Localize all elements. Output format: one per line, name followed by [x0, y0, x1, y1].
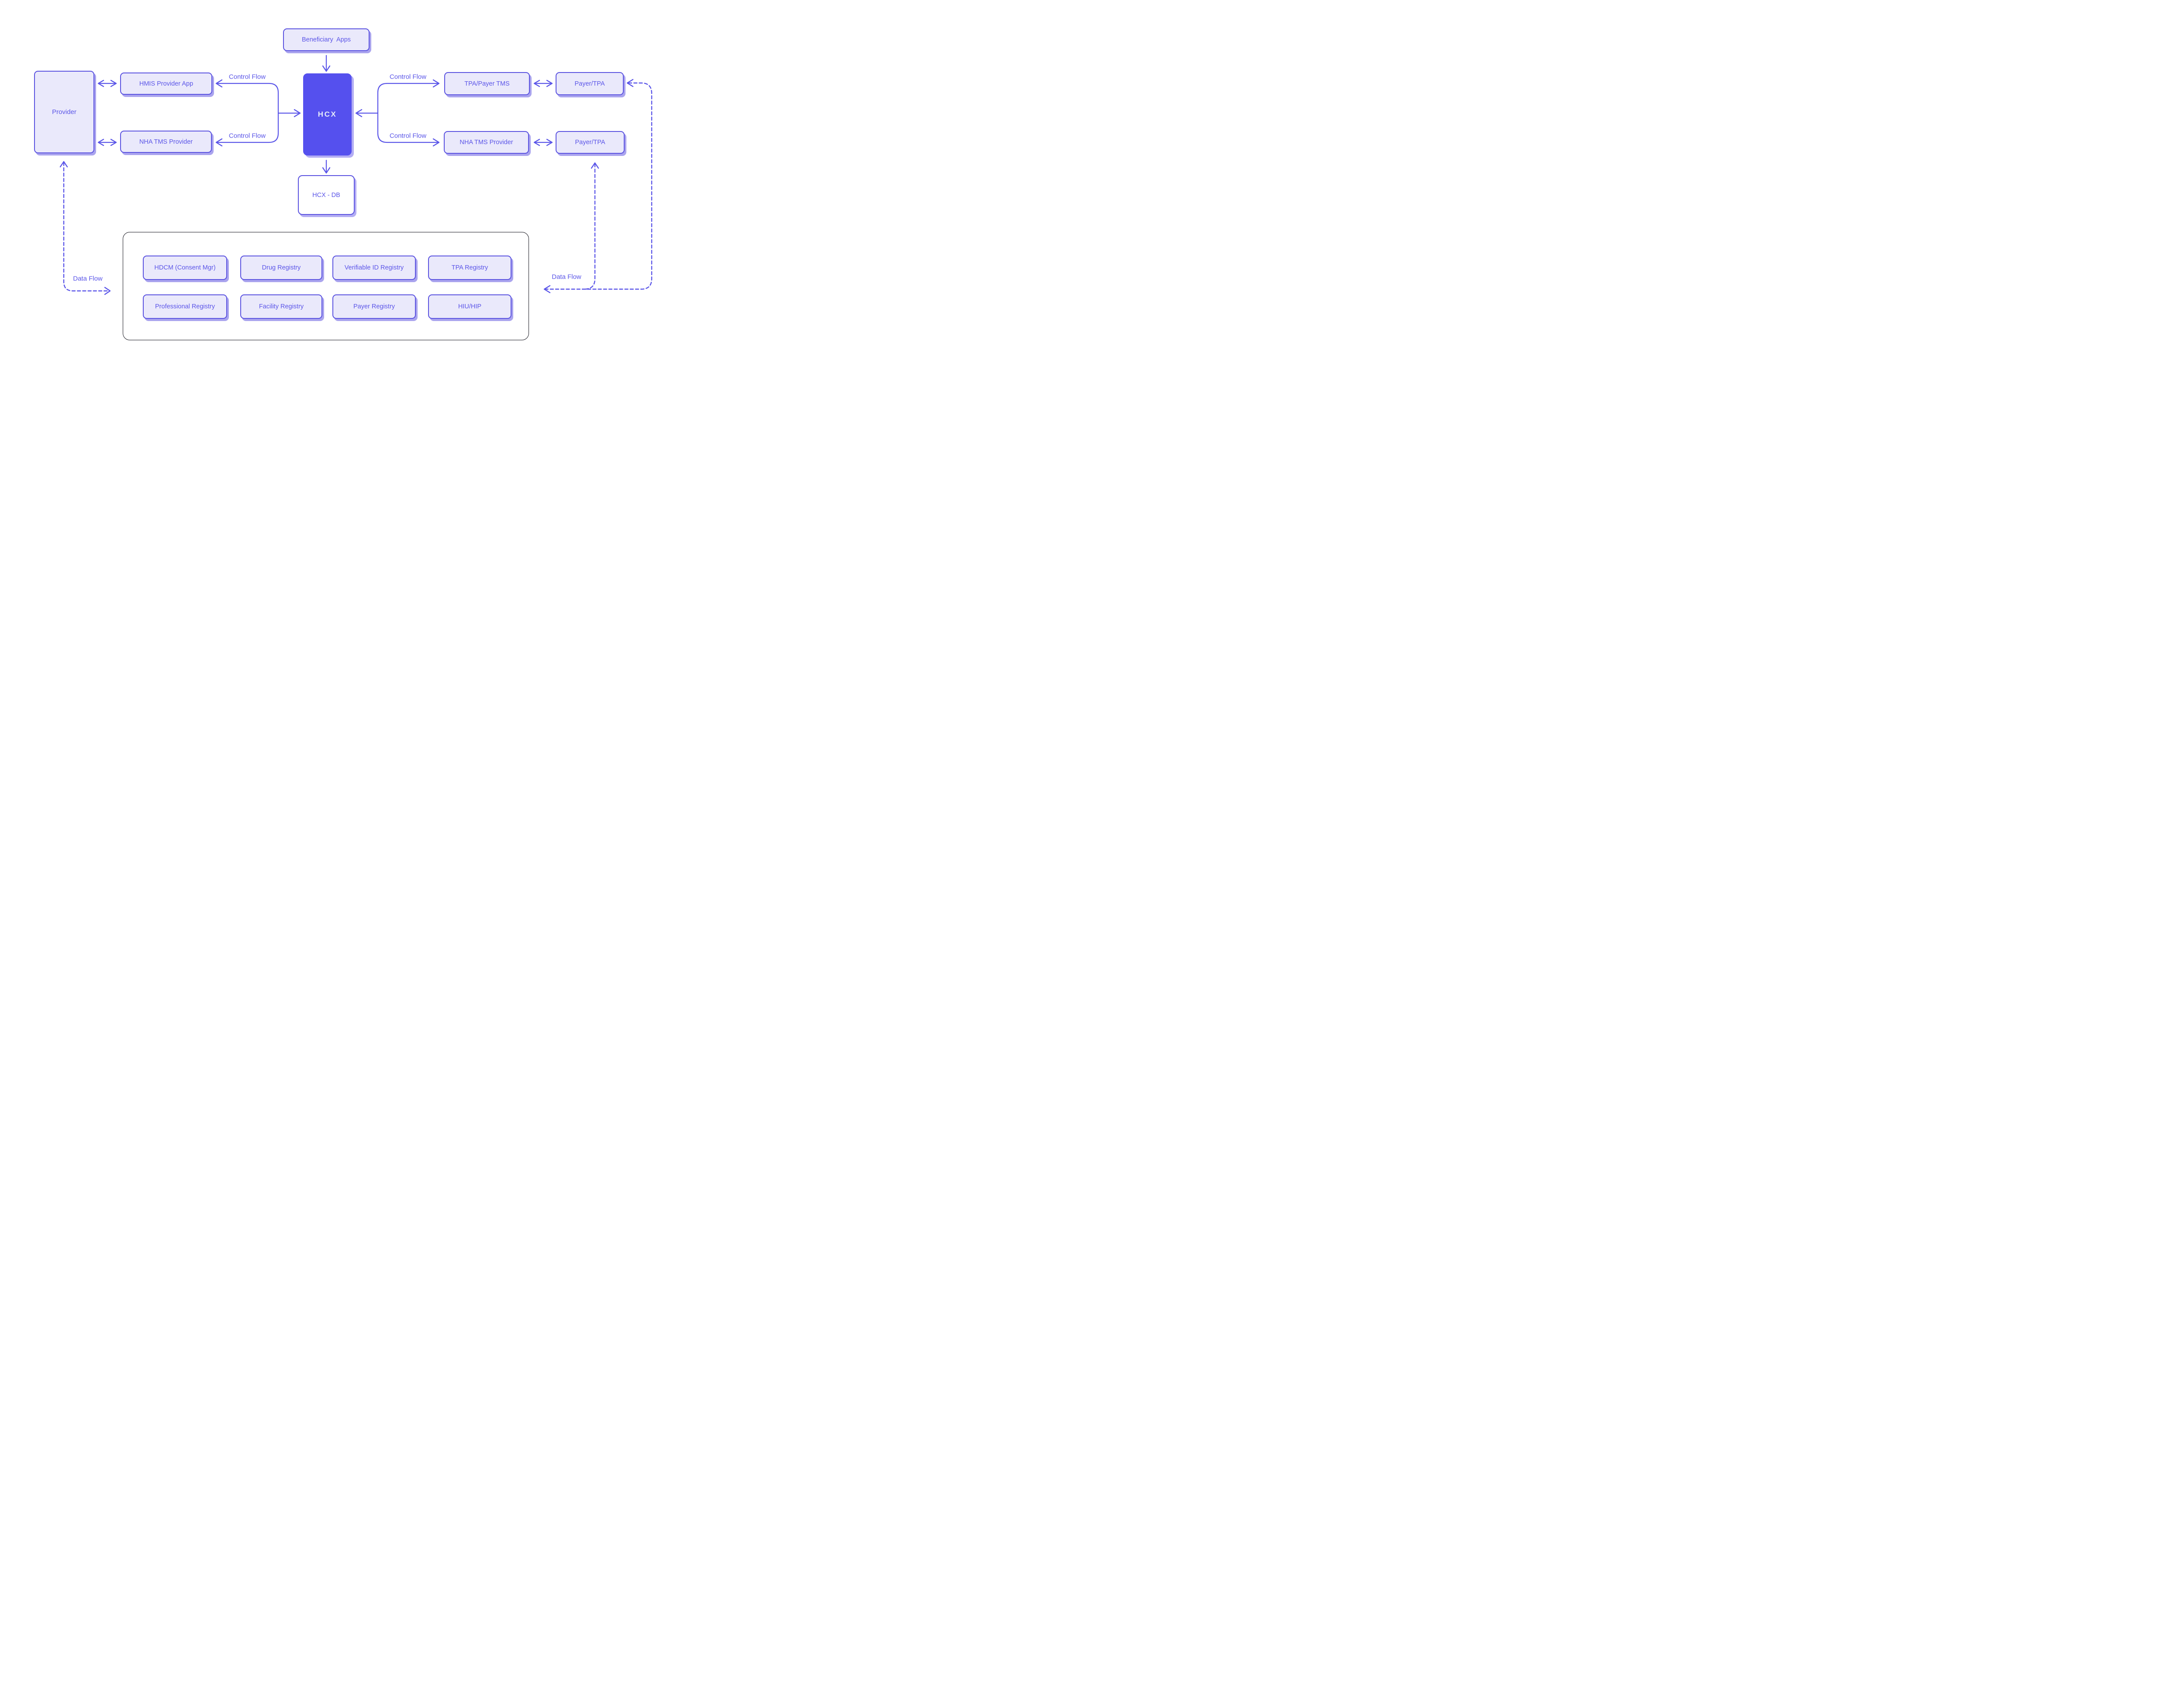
- node-hcx: HCX: [303, 73, 352, 155]
- node-payer-tpa-bottom: Payer/TPA: [556, 131, 625, 154]
- label-control-flow-right-top: Control Flow: [389, 73, 427, 81]
- arrow-provider-hmis: [97, 79, 117, 87]
- right-control-flow-fork: [355, 79, 440, 147]
- label-control-flow-right-bottom: Control Flow: [389, 132, 427, 140]
- node-tpa-registry-label: TPA Registry: [451, 264, 488, 271]
- hcx-architecture-diagram: Beneficiary Apps Provider HMIS Provider …: [0, 0, 685, 364]
- arrow-provider-nha: [97, 138, 117, 146]
- label-data-flow-left: Data Flow: [73, 275, 103, 283]
- node-nha-tms-provider-left: NHA TMS Provider: [120, 131, 212, 153]
- node-nha-tms-provider-right: NHA TMS Provider: [444, 131, 529, 154]
- node-verifiable-id-registry-label: Verifiable ID Registry: [344, 264, 404, 271]
- arrow-tpatms-payertpa-top: [533, 79, 553, 87]
- node-payer-registry: Payer Registry: [332, 294, 416, 319]
- arrow-nha-payertpa-bottom: [533, 138, 553, 146]
- node-beneficiary-apps: Beneficiary Apps: [283, 28, 370, 51]
- node-nha-tms-provider-left-label: NHA TMS Provider: [139, 138, 193, 145]
- right-data-flow-dashed-outer: [543, 79, 653, 294]
- left-control-flow-fork: [215, 79, 301, 147]
- node-hiu-hip-label: HIU/HIP: [458, 303, 482, 310]
- node-facility-registry-label: Facility Registry: [259, 303, 304, 310]
- node-hmis-provider-app-label: HMIS Provider App: [139, 80, 194, 87]
- node-hiu-hip: HIU/HIP: [428, 294, 511, 319]
- node-payer-tpa-bottom-label: Payer/TPA: [575, 139, 605, 146]
- node-hcx-db: HCX - DB: [298, 175, 355, 215]
- node-tpa-registry: TPA Registry: [428, 256, 511, 280]
- node-hdcm-consent-mgr: HDCM (Consent Mgr): [143, 256, 227, 280]
- label-control-flow-left-bottom: Control Flow: [228, 132, 266, 140]
- node-beneficiary-apps-label: Beneficiary Apps: [301, 36, 351, 43]
- right-data-flow-dashed-inner: [584, 162, 599, 290]
- node-professional-registry-label: Professional Registry: [155, 303, 215, 310]
- node-provider-label: Provider: [52, 108, 76, 116]
- node-tpa-payer-tms-label: TPA/Payer TMS: [464, 80, 510, 87]
- node-verifiable-id-registry: Verifiable ID Registry: [332, 256, 416, 280]
- node-drug-registry: Drug Registry: [240, 256, 322, 280]
- registries-container: [123, 232, 529, 340]
- node-drug-registry-label: Drug Registry: [262, 264, 301, 271]
- left-data-flow-dashed: [59, 161, 111, 295]
- arrow-beneficiary-to-hcx: [322, 55, 331, 72]
- node-facility-registry: Facility Registry: [240, 294, 322, 319]
- node-hcx-db-label: HCX - DB: [312, 191, 340, 199]
- node-payer-tpa-top-label: Payer/TPA: [574, 80, 605, 87]
- node-professional-registry: Professional Registry: [143, 294, 227, 319]
- node-hmis-provider-app: HMIS Provider App: [120, 73, 212, 95]
- arrow-hcx-to-hcxdb: [322, 159, 331, 174]
- node-tpa-payer-tms: TPA/Payer TMS: [444, 72, 530, 95]
- node-provider: Provider: [34, 71, 94, 153]
- label-data-flow-right: Data Flow: [552, 273, 581, 281]
- node-hcx-label: HCX: [318, 110, 337, 118]
- label-control-flow-left-top: Control Flow: [228, 73, 266, 81]
- node-hdcm-consent-mgr-label: HDCM (Consent Mgr): [154, 264, 216, 271]
- connector-layer: [59, 55, 653, 295]
- node-payer-registry-label: Payer Registry: [353, 303, 395, 310]
- node-nha-tms-provider-right-label: NHA TMS Provider: [460, 139, 513, 146]
- node-payer-tpa-top: Payer/TPA: [556, 72, 624, 95]
